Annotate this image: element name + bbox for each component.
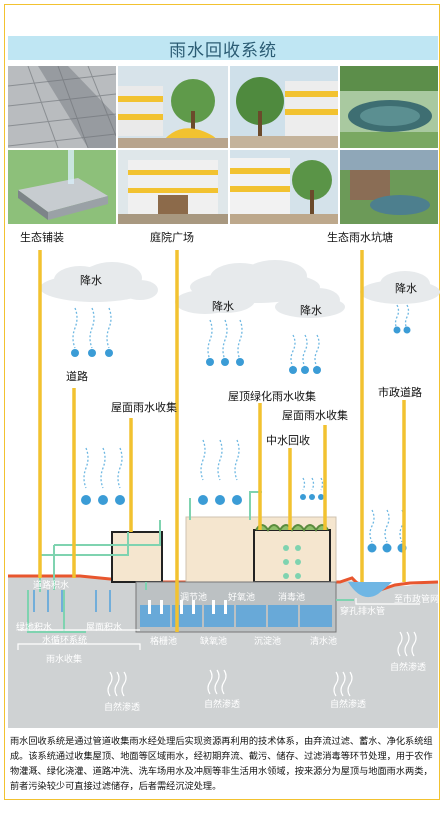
- label-anoxic-pool: 缺氧池: [200, 637, 228, 647]
- photo-water-block: [8, 150, 116, 224]
- title-bar: 雨水回收系统: [8, 36, 438, 61]
- label-roof-collect-1: 屋面雨水收集: [111, 401, 177, 414]
- label-seepage-1: 自然渗透: [104, 703, 141, 713]
- label-roof-water: 屋面积水: [86, 623, 123, 633]
- label-municipal-road: 市政道路: [378, 386, 422, 399]
- label-roof-collect-2: 屋面雨水收集: [282, 409, 348, 422]
- label-eco-pond: 生态雨水坑塘: [327, 231, 393, 244]
- label-green-roof: 屋顶绿化雨水收集: [228, 390, 316, 403]
- label-courtyard: 庭院广场: [150, 231, 194, 244]
- label-rain-collect: 雨水收集: [46, 655, 83, 665]
- label-settling-pool: 沉淀池: [254, 637, 282, 647]
- description-caption: 雨水回收系统是通过管道收集雨水经处理后实现资源再利用的技术体系，由弃流过滤、蓄水…: [10, 736, 433, 792]
- photo-collage: [8, 66, 438, 224]
- label-water-cycle: 水循环系统: [42, 636, 88, 646]
- label-eco-paving: 生态铺装: [20, 231, 64, 244]
- label-road-water: 道路积水: [33, 581, 70, 591]
- page-frame: [4, 4, 440, 800]
- label-rain-2: 降水: [212, 300, 234, 313]
- label-rain-3: 降水: [300, 304, 322, 317]
- photo-garden: [340, 150, 438, 224]
- label-seepage-2: 自然渗透: [204, 700, 241, 710]
- label-seepage-3: 自然渗透: [330, 700, 367, 710]
- label-green-water: 绿地积水: [16, 623, 53, 633]
- label-rain-4: 降水: [395, 282, 417, 295]
- label-rain-1: 降水: [80, 274, 102, 287]
- label-aerobic-pool: 好氧池: [228, 593, 256, 603]
- photo-courtyard-2: [230, 66, 338, 148]
- label-disinfection-pool: 消毒池: [278, 593, 306, 603]
- photo-building-2: [230, 150, 338, 224]
- photo-paving: [8, 66, 116, 148]
- label-clean-pool: 清水池: [310, 637, 338, 647]
- label-road: 道路: [66, 370, 88, 383]
- photo-pond: [340, 66, 438, 148]
- label-greywater: 中水回收: [266, 434, 310, 447]
- photo-courtyard-1: [118, 66, 228, 148]
- label-grille-pool: 格栅池: [150, 637, 178, 647]
- label-municipal-network: 至市政管网: [394, 595, 440, 605]
- label-perforated-pipe: 穿孔排水管: [340, 607, 386, 617]
- label-seepage-4: 自然渗透: [390, 663, 427, 673]
- page-title: 雨水回收系统: [169, 40, 277, 61]
- label-regulating-pool: 调节池: [180, 593, 208, 603]
- photo-building-1: [118, 150, 228, 224]
